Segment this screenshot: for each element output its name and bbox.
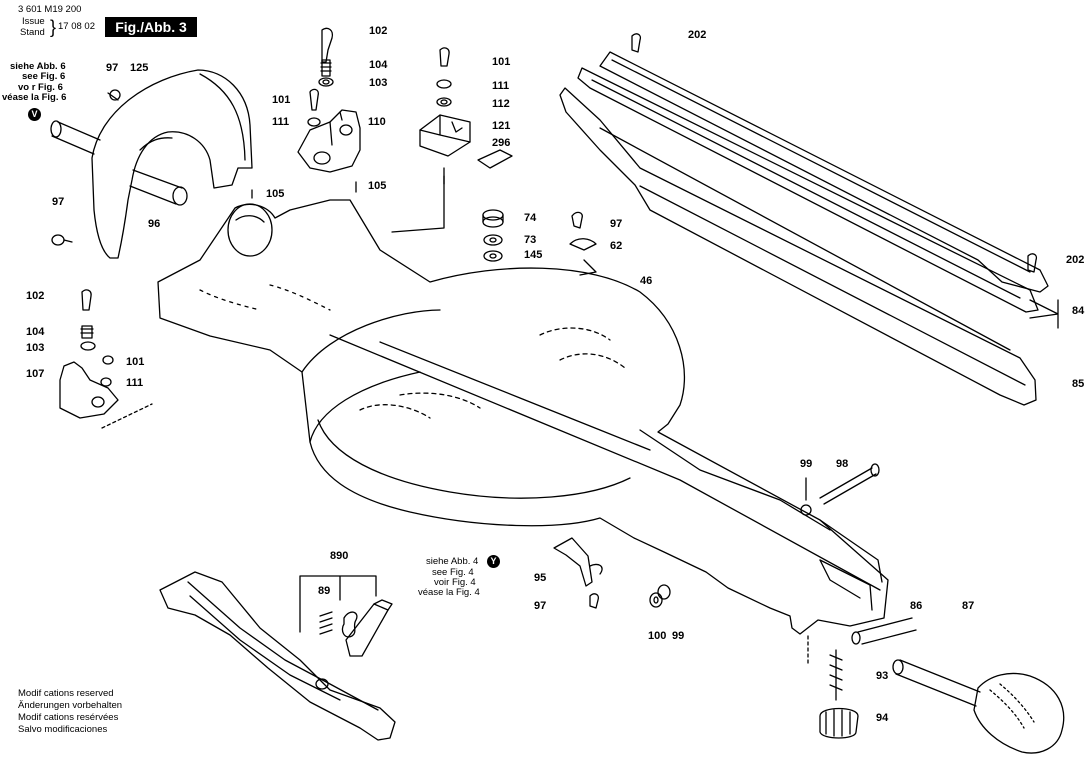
- document-number: 3 601 M19 200: [18, 4, 82, 15]
- part-label: 102: [26, 290, 45, 302]
- part-label: 101: [272, 94, 291, 106]
- part-label: 202: [1066, 254, 1085, 266]
- part-label: 890: [330, 550, 349, 562]
- part-label: 85: [1072, 378, 1085, 390]
- part-label: 103: [26, 342, 45, 354]
- part-label: 110: [368, 116, 386, 128]
- ref-line: siehe Abb. 4: [426, 556, 479, 567]
- part-label: 46: [640, 275, 653, 287]
- part-label: 202: [688, 29, 707, 41]
- part-label: 107: [26, 368, 45, 380]
- handle-parts: [807, 617, 1065, 754]
- ref-badge-y: Y: [487, 555, 500, 568]
- center-washers: [482, 209, 597, 276]
- ref-line: voir Fig. 4: [434, 577, 476, 588]
- ref-line: see Fig. 6: [22, 71, 66, 82]
- part-label: 101: [492, 56, 511, 68]
- part-label: 103: [369, 77, 388, 89]
- ref-line: vo r Fig. 6: [18, 82, 63, 93]
- part-label: 95: [534, 572, 547, 584]
- ref-line: véase la Fig. 4: [418, 587, 480, 598]
- top-center-parts: [391, 47, 513, 233]
- rod-parts: [800, 463, 880, 516]
- fence-rails-part: [559, 33, 1059, 406]
- part-label: 125: [130, 62, 149, 74]
- part-label: 99: [800, 458, 813, 470]
- part-label: 97: [610, 218, 623, 230]
- blade-guard-part: [91, 69, 253, 259]
- stand-label: Stand: [20, 27, 45, 38]
- part-label: 100: [648, 630, 667, 642]
- ref-line: véase la Fig. 6: [2, 92, 67, 103]
- part-label: 111: [492, 80, 510, 92]
- part-label: 121: [492, 120, 511, 132]
- ref-line: see Fig. 4: [432, 567, 474, 578]
- part-label: 94: [876, 712, 889, 724]
- part-label: 97: [106, 62, 119, 74]
- part-label: 62: [610, 240, 623, 252]
- part-label: 97: [52, 196, 65, 208]
- part-label: 98: [836, 458, 849, 470]
- part-label: 111: [272, 116, 290, 128]
- part-label: 105: [266, 188, 285, 200]
- part-label: 104: [369, 59, 388, 71]
- part-label: 74: [524, 212, 537, 224]
- part-label: 296: [492, 137, 511, 149]
- issue-bracket-glyph: }: [50, 17, 57, 37]
- saw-base-part: [157, 199, 889, 635]
- part-label: 89: [318, 585, 331, 597]
- misc-leaders: [251, 181, 357, 199]
- part-label: 96: [148, 218, 161, 230]
- footer-line: Modif cations resérvées: [18, 712, 119, 723]
- bracket-parts: [553, 537, 671, 609]
- issue-label: Issue: [22, 16, 45, 27]
- part-label: 145: [524, 249, 543, 261]
- part-label: 101: [126, 356, 145, 368]
- ref-badge-v: V: [28, 108, 41, 121]
- ref-line: siehe Abb. 6: [10, 61, 66, 72]
- part-label: 105: [368, 180, 387, 192]
- top-clamp-parts: [297, 27, 361, 173]
- part-label: 99: [672, 630, 685, 642]
- figure-badge: Fig./Abb. 3: [105, 17, 197, 37]
- lower-arm-part: [159, 571, 396, 741]
- part-label: 111: [126, 377, 144, 389]
- part-label: 93: [876, 670, 889, 682]
- part-label: 102: [369, 25, 388, 37]
- issue-date: 17 08 02: [58, 21, 95, 32]
- part-label: 73: [524, 234, 537, 246]
- footer-line: Änderungen vorbehalten: [18, 700, 123, 711]
- part-label: 97: [534, 600, 547, 612]
- part-label: 84: [1072, 305, 1085, 317]
- part-label: 104: [26, 326, 45, 338]
- part-label: 87: [962, 600, 975, 612]
- left-clamp-parts: [59, 289, 153, 429]
- footer-line: Salvo modificaciones: [18, 724, 108, 735]
- guard-shaft-part: [50, 89, 188, 246]
- footer-line: Modif cations reserved: [18, 688, 114, 699]
- part-label: 112: [492, 98, 510, 110]
- part-label: 86: [910, 600, 923, 612]
